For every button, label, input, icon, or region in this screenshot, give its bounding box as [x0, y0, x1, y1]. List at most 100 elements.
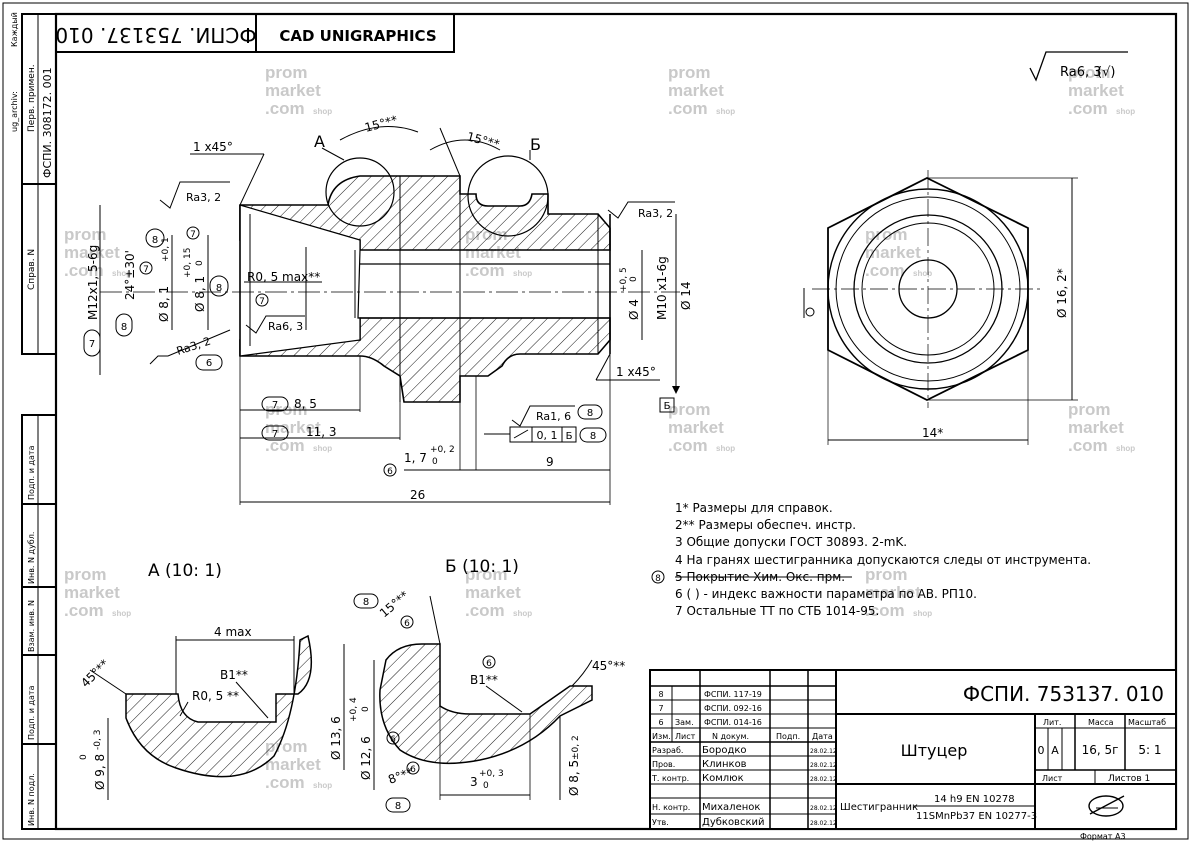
- wm-shop: shop: [716, 444, 735, 453]
- change-doc-3: ФСПИ. 014-16: [704, 718, 762, 727]
- technical-notes: 1* Размеры для справок. 2** Размеры обес…: [651, 501, 1091, 618]
- detail-b-letter: Б: [530, 135, 541, 154]
- angle-15-2: 15°**: [465, 129, 501, 151]
- lit-1: 0: [1038, 744, 1045, 757]
- wm-market: market: [1068, 418, 1124, 437]
- note-6: 6 ( ) - индекс важности параметра по АВ.…: [675, 587, 977, 601]
- dim-9: 9: [546, 455, 554, 469]
- general-roughness: Ra6, 3 (√): [1029, 51, 1128, 82]
- callout-text: 7: [89, 339, 95, 350]
- part-name: Штуцер: [901, 741, 968, 760]
- mirrored-number: ФСПИ. 753137. 010: [55, 23, 256, 47]
- margin-inv-podl: Инв. N подл.: [27, 773, 36, 826]
- angle-24: 24°±30': [123, 250, 137, 300]
- margin-vzam-inv: Взам. инв. N: [27, 600, 36, 652]
- dia-8-5: Ø 8, 5: [567, 760, 581, 796]
- detail-a-circle: [325, 157, 395, 227]
- callout-text: 8: [590, 431, 596, 442]
- wm-prom: prom: [1068, 63, 1111, 82]
- chamfer-bottom: 1 x45°: [616, 365, 656, 379]
- signer-name-5: Михаленок: [702, 802, 760, 813]
- dia-81-b: Ø 8, 1: [193, 276, 207, 312]
- note-4: 4 На гранях шестигранника допускаются сл…: [675, 553, 1091, 567]
- dim-1-7: 1, 7: [404, 451, 427, 465]
- angle-45-b: 45°**: [592, 659, 625, 673]
- dia-12-6-tol-dn: 0: [361, 706, 371, 712]
- wm-market: market: [865, 583, 921, 602]
- roughness-r5: Ra1, 6: [536, 410, 571, 423]
- tolerance-value: 0, 1: [537, 429, 558, 442]
- change-n-1: 8: [658, 690, 663, 699]
- r05-a: R0, 5 **: [192, 689, 239, 703]
- wm-com: .com: [865, 601, 905, 620]
- wm-shop: shop: [913, 609, 932, 618]
- callout-oval: [195, 354, 223, 371]
- callout-circle-text: 7: [259, 297, 265, 307]
- company-logo: [1088, 795, 1125, 817]
- dim-3-tol-dn: 0: [483, 781, 489, 791]
- signer-date-6: 28.02.12: [810, 820, 837, 827]
- wm-shop: shop: [313, 444, 332, 453]
- datum-b-box: Б: [664, 401, 671, 412]
- dia-8-5-tol: ±0, 2: [571, 735, 581, 760]
- signer-date-5: 28.02.12: [810, 805, 837, 812]
- wm-market: market: [265, 755, 321, 774]
- dim-8-5: 8, 5: [294, 397, 317, 411]
- wm-shop: shop: [1116, 444, 1135, 453]
- lit-2: А: [1051, 744, 1059, 757]
- side-caption: Каждый: [10, 12, 19, 47]
- angle-15-b: 15°**: [377, 588, 411, 620]
- wm-market: market: [64, 243, 120, 262]
- note-2: 2** Размеры обеспеч. инстр.: [675, 518, 856, 532]
- angle-8: 8°**: [386, 765, 415, 787]
- format-label: Формат А3: [1080, 832, 1126, 841]
- callout-circle-text: 6: [390, 735, 396, 745]
- scale-label: Масштаб: [1128, 718, 1166, 727]
- wm-shop: shop: [513, 269, 532, 278]
- wm-com: .com: [865, 261, 905, 280]
- wm-market: market: [265, 418, 321, 437]
- callout-text: 7: [272, 429, 278, 440]
- callout-circle-text: 6: [410, 765, 416, 775]
- wm-prom: prom: [265, 63, 308, 82]
- wm-prom: prom: [64, 565, 107, 584]
- dia-9-8-tol-up: 0: [79, 754, 89, 760]
- dim-3-tol-up: +0, 3: [479, 769, 504, 779]
- wm-com: .com: [265, 436, 305, 455]
- tolerance-datum: Б: [566, 431, 573, 442]
- callout-oval: [145, 228, 165, 248]
- signer-date-1: 28.02.12: [810, 748, 837, 755]
- note-1: 1* Размеры для справок.: [675, 501, 833, 515]
- wm-market: market: [265, 81, 321, 100]
- wm-prom: prom: [865, 565, 908, 584]
- wm-market: market: [668, 418, 724, 437]
- wm-shop: shop: [112, 269, 131, 278]
- roughness-r1: Ra3, 2: [186, 191, 221, 204]
- wm-com: .com: [465, 601, 505, 620]
- lower-half-section: [239, 317, 611, 403]
- wm-com: .com: [465, 261, 505, 280]
- change-col-3: Зам.: [675, 718, 694, 727]
- wm-market: market: [668, 81, 724, 100]
- callout-text: 8: [216, 283, 222, 294]
- wm-market: market: [865, 243, 921, 262]
- lit-label: Лит.: [1043, 718, 1061, 727]
- change-n-2: 7: [658, 704, 663, 713]
- wm-prom: prom: [465, 565, 508, 584]
- dia-12-6: Ø 12, 6: [359, 736, 373, 780]
- dim-1-7-tol-dn: 0: [432, 457, 438, 467]
- main-section-view: А Б 15°** 15°** 1 x45° Ra3, 2 Ra3, 2 Ra3…: [83, 113, 693, 505]
- callout-text: 8: [587, 408, 593, 419]
- signer-name-1: Бородко: [702, 745, 747, 756]
- roughness-r2: Ra3, 2: [638, 207, 673, 220]
- dia-16-2: Ø 16, 2*: [1055, 268, 1069, 318]
- dia-81-b-tol-dn: 0: [195, 260, 205, 266]
- dia-81-a: Ø 8, 1: [157, 286, 171, 322]
- col-data: Дата: [812, 732, 833, 741]
- wm-com: .com: [64, 261, 104, 280]
- callout-circle-text: 6: [404, 619, 410, 629]
- wm-com: .com: [1068, 99, 1108, 118]
- margin-inv-dubl: Инв. N дубл.: [27, 532, 36, 584]
- wm-com: .com: [668, 99, 708, 118]
- roughness-general-value: Ra6, 3: [1060, 65, 1102, 80]
